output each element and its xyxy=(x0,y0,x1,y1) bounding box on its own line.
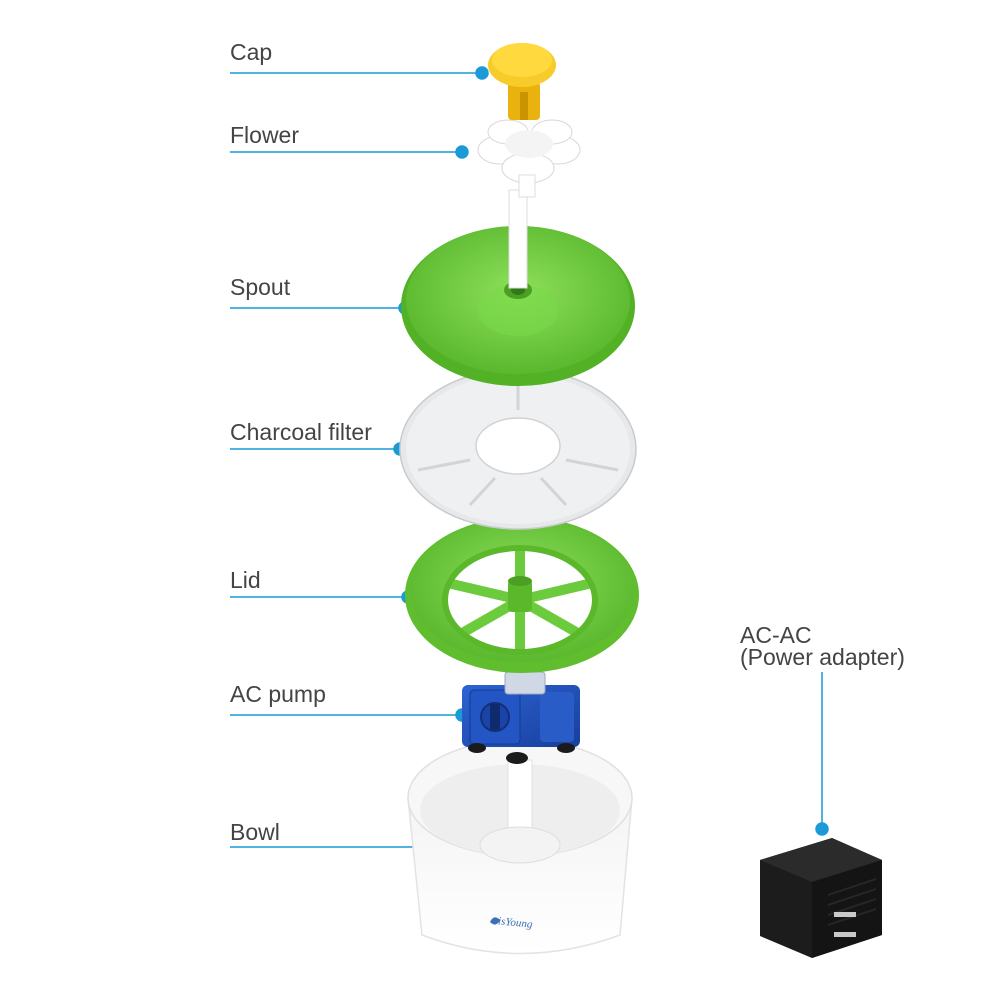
label-flower: Flower xyxy=(230,122,300,148)
label-power-adapter: AC-AC (Power adapter) xyxy=(740,622,905,670)
lid-icon xyxy=(405,517,639,673)
leader-dot-cap xyxy=(475,66,489,80)
leader-dot-adapter xyxy=(815,822,829,836)
label-ac-pump: AC pump xyxy=(230,681,326,707)
leader-dot-flower xyxy=(455,145,469,159)
label-power-adapter-line2: (Power adapter) xyxy=(740,644,905,670)
power-adapter-icon xyxy=(760,838,882,958)
spout-icon xyxy=(401,189,635,386)
label-charcoal-filter: Charcoal filter xyxy=(230,419,372,445)
flower-icon xyxy=(477,119,581,198)
label-spout: Spout xyxy=(230,274,291,300)
filter-icon xyxy=(399,368,637,530)
label-cap: Cap xyxy=(230,39,273,65)
label-bowl: Bowl xyxy=(230,819,280,845)
pump-icon xyxy=(462,671,580,764)
label-power-adapter-line1: AC-AC xyxy=(740,622,812,648)
label-lid: Lid xyxy=(230,567,261,593)
cap-icon xyxy=(488,43,556,120)
bowl-icon xyxy=(407,739,633,955)
